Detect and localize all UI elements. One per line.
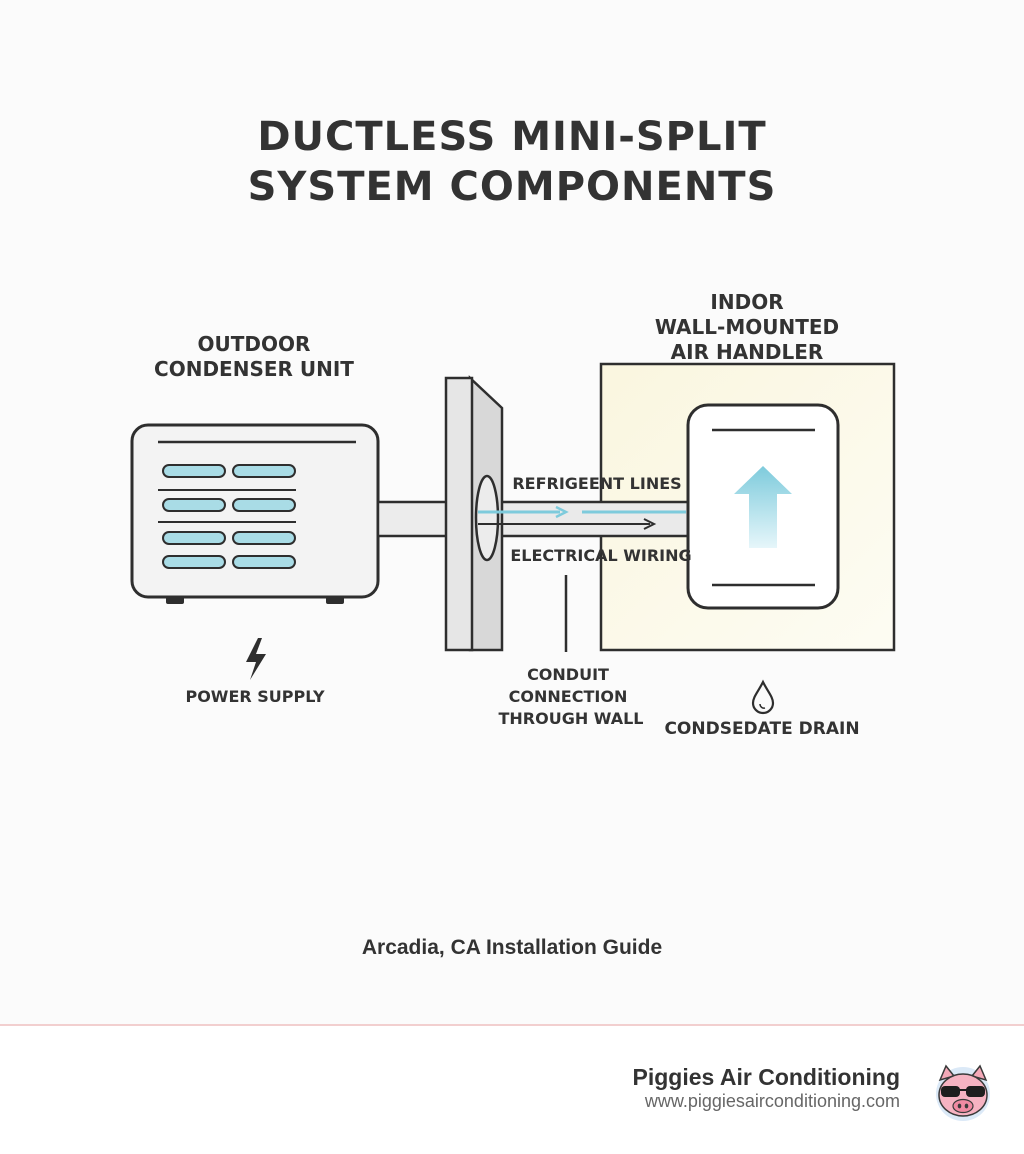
page-title: DUCTLESS MINI-SPLIT SYSTEM COMPONENTS [0, 112, 1024, 212]
indoor-air-handler [686, 403, 840, 610]
outdoor-label-2: CONDENSER UNIT [154, 357, 354, 381]
outdoor-condenser-unit [130, 423, 380, 604]
power-supply-label: POWER SUPPLY [185, 687, 324, 706]
electrical-arrow [643, 518, 657, 530]
diagram: OUTDOOR CONDENSER UNIT INDOR WALL-MOUNTE… [130, 290, 896, 739]
outdoor-label-1: OUTDOOR [198, 332, 311, 356]
footer-divider [0, 1024, 1024, 1026]
condenser-vent [162, 464, 226, 478]
refrigerant-arrow [555, 505, 569, 519]
electrical-wiring-label: ELECTRICAL WIRING [510, 546, 691, 565]
condenser-vent [232, 531, 296, 545]
conduit-label-2: CONNECTION [509, 687, 628, 706]
water-drop-icon [751, 679, 775, 715]
airflow-arrow-icon [734, 466, 792, 548]
location-subtitle: Arcadia, CA Installation Guide [361, 936, 663, 959]
condenser-vent [232, 498, 296, 512]
indoor-label-3: AIR HANDLER [671, 340, 824, 364]
wall-penetration [474, 474, 500, 562]
indoor-label-2: WALL-MOUNTED [655, 315, 839, 339]
condenser-vent [232, 464, 296, 478]
title-line-1: DUCTLESS MINI-SPLIT [257, 114, 767, 160]
condenser-vent [162, 498, 226, 512]
footer: Piggies Air Conditioning www.piggiesairc… [0, 1026, 1024, 1154]
title-line-2: SYSTEM COMPONENTS [247, 164, 777, 210]
condensate-drain-label: CONDSEDATE DRAIN [664, 719, 859, 739]
refrigerant-lines-label: REFRIGEENT LINES [512, 474, 681, 493]
condenser-vent [232, 555, 296, 569]
condenser-vent [162, 531, 226, 545]
brand-name: Piggies Air Conditioning [632, 1064, 900, 1090]
line-set-pipe [376, 500, 450, 538]
conduit-label-1: CONDUIT [527, 665, 609, 684]
conduit-label-3: THROUGH WALL [498, 709, 643, 728]
pig-logo-icon [936, 1064, 990, 1121]
brand-url-link[interactable]: www.piggiesairconditioning.com [644, 1091, 900, 1111]
wall-section [444, 375, 504, 652]
condenser-vent [162, 555, 226, 569]
indoor-label-1: INDOR [710, 290, 783, 314]
brand-block[interactable]: Piggies Air Conditioning www.piggiesairc… [633, 1064, 900, 1112]
lightning-bolt-icon [246, 638, 266, 680]
